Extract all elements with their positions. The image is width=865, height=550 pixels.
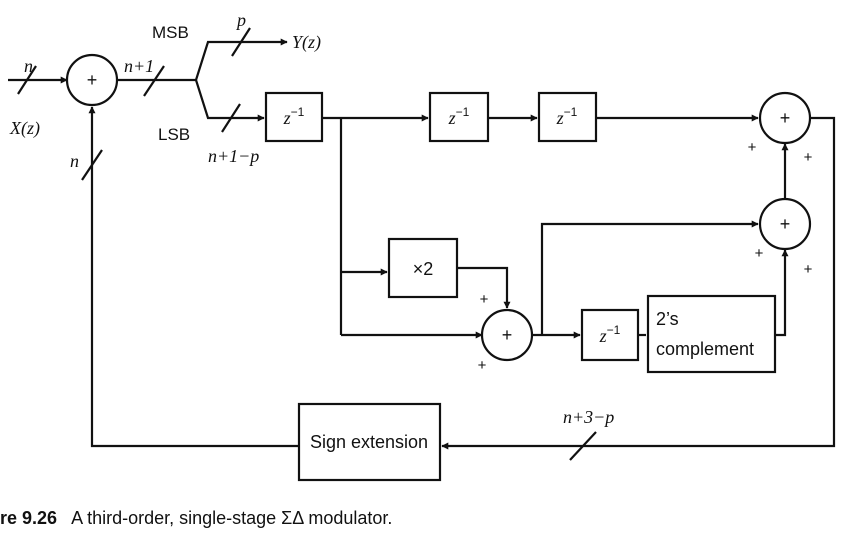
sign-low-top: +: [480, 291, 489, 308]
sign-extension-block: Sign extension: [297, 402, 442, 482]
sign-top-bottom: +: [804, 149, 813, 166]
times-two-label: ×2: [413, 259, 434, 279]
input-width-label: n: [24, 56, 33, 76]
delay-block-3: z−1: [537, 91, 598, 143]
delay-4-exp: −1: [607, 323, 621, 337]
figure-caption: re 9.26 A third-order, single-stage ΣΔ mo…: [0, 508, 392, 538]
delay-block-1: z−1: [264, 91, 324, 143]
slash-sum: [143, 65, 165, 97]
wire-feedback-left: [88, 106, 299, 448]
lsb-label: LSB: [158, 125, 190, 144]
figure-caption-label: re 9.26: [0, 508, 58, 528]
msb-width-label: p: [235, 10, 246, 30]
sign-top-left: +: [748, 139, 757, 156]
slash-input: [17, 65, 37, 95]
lsb-width-label: n+1−p: [208, 146, 259, 166]
summer-mid-symbol: +: [780, 214, 791, 234]
delay-block-4: z−1: [580, 308, 640, 362]
wire-feedback-right: [441, 116, 836, 450]
svg-text:z−1: z−1: [283, 105, 305, 128]
summer-top: +: [758, 91, 812, 145]
slash-msb: [231, 27, 251, 57]
slash-feedback-in: [81, 149, 103, 181]
wire-lsb-branch: [194, 79, 265, 122]
slash-lsb: [221, 103, 241, 133]
delay-1-exp: −1: [291, 105, 305, 119]
wire-msb-branch: [194, 38, 288, 81]
signal-labels: X(z) Y(z) MSB LSB n n+1 p n+1−p n n+3−p: [9, 10, 614, 427]
times-two-block: ×2: [387, 237, 459, 299]
delay-4-base: z: [599, 326, 607, 346]
sum-width-label: n+1: [124, 56, 154, 76]
feedback-in-width-label: n: [70, 151, 79, 171]
sign-mid-bottom: +: [804, 261, 813, 278]
summer-input: +: [65, 53, 119, 107]
delay-2-base: z: [448, 108, 456, 128]
wire-to-summer-mid: [540, 220, 759, 335]
summer-top-symbol: +: [780, 108, 791, 128]
delay-2-exp: −1: [456, 105, 470, 119]
bus-width-slashes: [17, 27, 597, 461]
summer-low-symbol: +: [502, 325, 513, 345]
sign-low-left: +: [478, 357, 487, 374]
delay-block-2: z−1: [428, 91, 490, 143]
delay-1-base: z: [283, 108, 291, 128]
output-signal-label: Y(z): [292, 32, 321, 53]
twos-complement-block: 2’s complement: [646, 294, 777, 374]
msb-label: MSB: [152, 23, 189, 42]
input-signal-label: X(z): [9, 118, 40, 139]
delay-3-exp: −1: [564, 105, 578, 119]
twos-complement-line1: 2’s: [656, 309, 679, 329]
summer-input-symbol: +: [87, 70, 98, 90]
delay-3-base: z: [556, 108, 564, 128]
sign-mid-left: +: [755, 245, 764, 262]
feedback-width-label: n+3−p: [563, 407, 614, 427]
summer-low: +: [480, 308, 534, 362]
svg-text:z−1: z−1: [556, 105, 578, 128]
svg-text:z−1: z−1: [599, 323, 621, 346]
summer-mid: +: [758, 197, 812, 251]
sign-extension-label: Sign extension: [310, 432, 428, 452]
slash-feedback: [569, 431, 597, 461]
figure-caption-text: A third-order, single-stage ΣΔ modulator…: [71, 508, 393, 528]
wire-x2-out: [457, 266, 511, 309]
twos-complement-line2: complement: [656, 339, 754, 359]
svg-text:z−1: z−1: [448, 105, 470, 128]
wire-complement-out: [775, 249, 789, 337]
signal-wires: [8, 38, 836, 450]
summer-signs: + + + + + +: [478, 139, 813, 374]
